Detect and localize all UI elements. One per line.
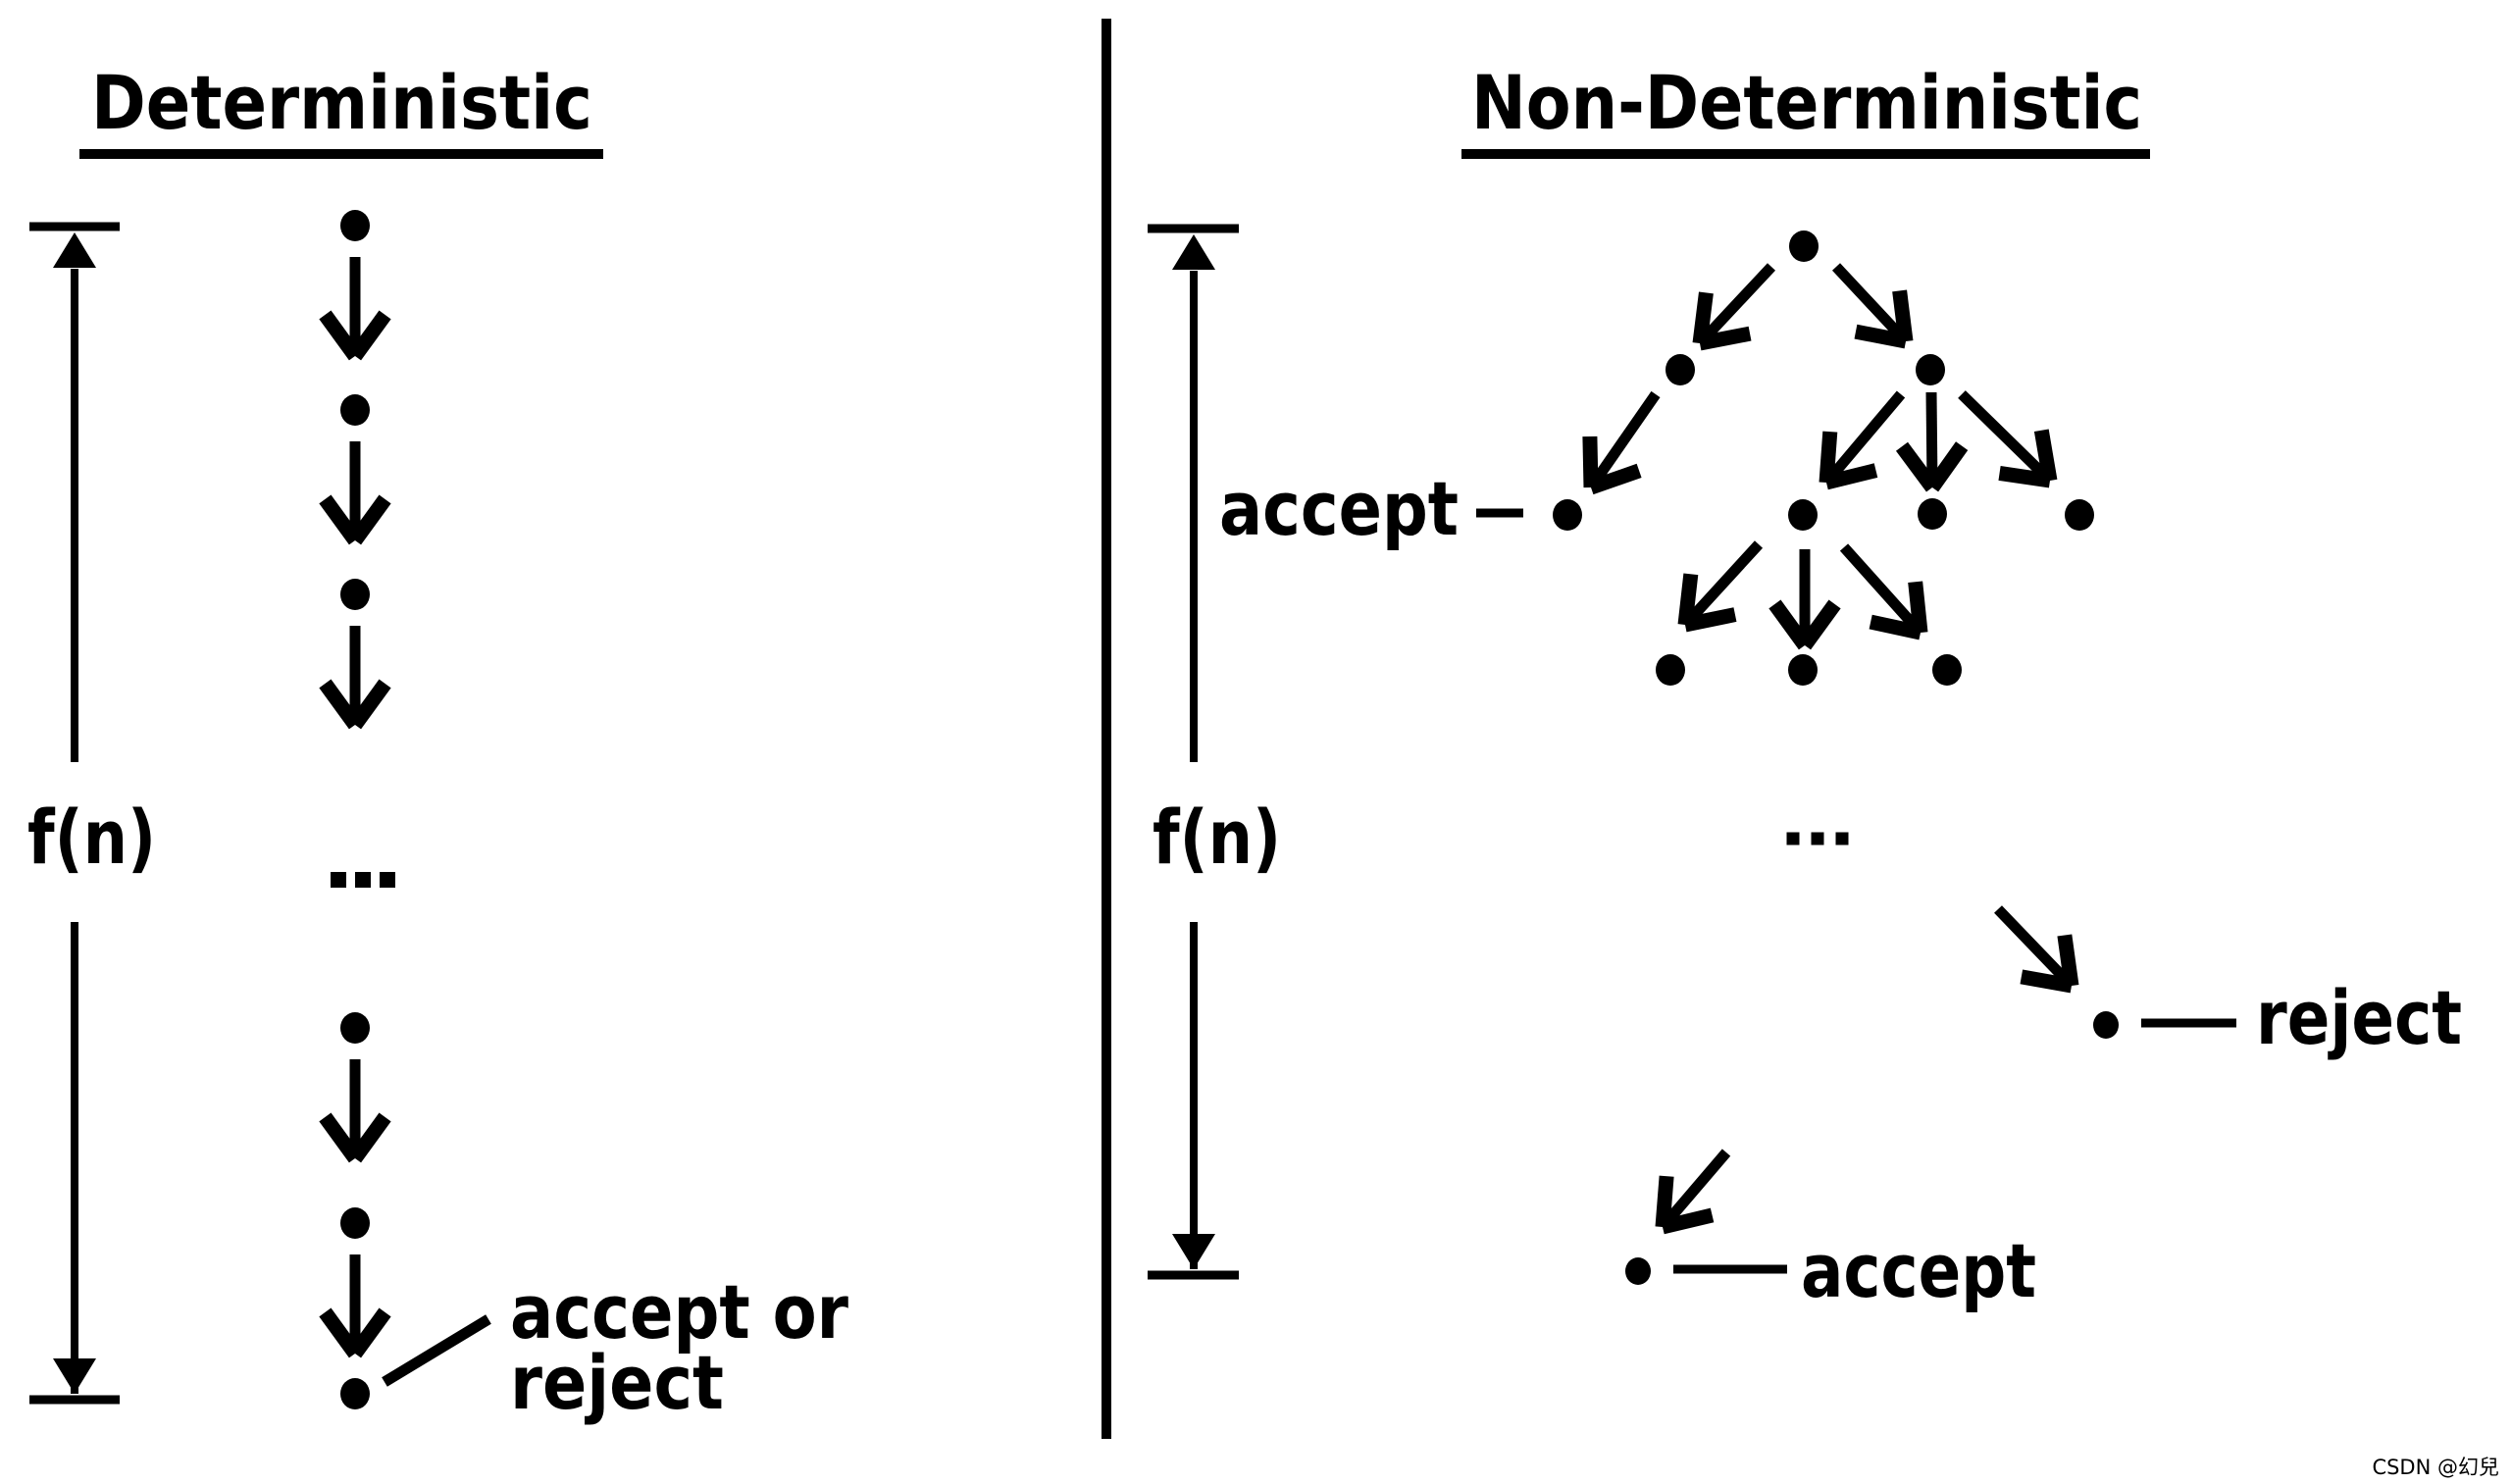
- arrowhead-arm: [348, 1112, 391, 1163]
- arrowhead-arm: [348, 494, 391, 545]
- arrowhead-arm: [319, 494, 362, 545]
- arrowhead-arm: [1798, 599, 1841, 650]
- down-arrowhead-icon: [53, 1358, 96, 1394]
- branch-arrow: [1895, 391, 1969, 492]
- right-panel-title: Non-Deterministic: [1471, 59, 2142, 146]
- arrowhead-arm: [1819, 431, 1838, 484]
- state-dot: [340, 210, 370, 241]
- arrowhead-arm: [2020, 969, 2074, 994]
- right-panel: Non-Deterministic f(n) accept reject acc…: [1148, 59, 2462, 1314]
- connector-line: [382, 1314, 491, 1387]
- outcome-dot: [1625, 1257, 1651, 1285]
- arrowhead-arm: [1677, 573, 1699, 626]
- arrowhead-arm: [348, 1307, 391, 1358]
- right-accept-branch-label: accept: [1219, 465, 1459, 552]
- branch-arrow: [1958, 390, 2058, 488]
- right-fn-label: f(n): [1153, 793, 1281, 881]
- arrowhead-arm: [319, 310, 362, 361]
- left-ellipsis: [331, 872, 395, 888]
- left-fn-label: f(n): [27, 793, 156, 881]
- step-arrow: [319, 257, 391, 361]
- right-bottom-accept-label: accept: [1801, 1227, 2036, 1314]
- arrowhead-arm: [348, 679, 391, 730]
- arrowhead-arm: [1854, 324, 1908, 349]
- ellipsis-dot: [1835, 832, 1849, 845]
- state-dot: [1788, 499, 1818, 531]
- watermark: CSDN @幻兒: [2372, 1456, 2499, 1479]
- branch-arrow: [1839, 543, 1928, 640]
- step-arrow: [319, 1059, 391, 1163]
- outcome-arrow: [1655, 1149, 1731, 1235]
- ellipsis-dot: [355, 872, 371, 888]
- arrowhead-arm: [1655, 1175, 1674, 1228]
- step-arrow: [319, 626, 391, 730]
- outcome-dot: [2093, 1011, 2119, 1039]
- arrowhead-arm: [1998, 466, 2052, 488]
- left-outcome-connector-line: [382, 1314, 491, 1387]
- arrowhead-arm: [1824, 463, 1878, 490]
- right-reject-branch-label: reject: [2256, 974, 2462, 1061]
- ellipsis-dot: [331, 872, 346, 888]
- ellipsis-dot: [1786, 832, 1800, 845]
- arrowhead-arm: [1895, 441, 1939, 492]
- branch-arrow: [1582, 390, 1661, 495]
- arrowhead-arm: [1925, 441, 1969, 492]
- state-dot: [1918, 498, 1947, 530]
- left-panel: Deterministic f(n) accept or reject: [27, 59, 848, 1426]
- arrowhead-arm: [1869, 614, 1922, 640]
- arrowhead-arm: [1692, 291, 1714, 344]
- state-dot: [1932, 654, 1962, 686]
- branch-arrow: [1768, 549, 1841, 650]
- branch-arrow: [1677, 540, 1764, 633]
- arrowhead-arm: [1582, 435, 1599, 488]
- state-dot: [2065, 499, 2094, 531]
- arrowhead-arm: [2057, 934, 2079, 988]
- up-arrowhead-icon: [1172, 234, 1215, 270]
- state-dot: [340, 579, 370, 610]
- state-dot: [1916, 354, 1945, 385]
- state-dot: [340, 1378, 370, 1409]
- arrowhead-arm: [1588, 463, 1642, 495]
- up-arrowhead-icon: [53, 232, 96, 268]
- arrowhead-arm: [348, 310, 391, 361]
- arrowhead-arm: [1892, 289, 1914, 342]
- down-arrowhead-icon: [1172, 1234, 1215, 1269]
- arrowhead-arm: [319, 1112, 362, 1163]
- left-panel-title: Deterministic: [91, 59, 592, 146]
- branch-arrow: [1831, 263, 1914, 349]
- arrowhead-arm: [2033, 429, 2058, 483]
- right-ellipsis: [1786, 832, 1849, 845]
- state-dot: [1789, 230, 1819, 262]
- ellipsis-dot: [380, 872, 395, 888]
- right-computation-tree: [1476, 230, 2236, 1285]
- state-dot: [340, 394, 370, 426]
- arrowhead-arm: [1768, 599, 1812, 650]
- arrowhead-arm: [319, 679, 362, 730]
- branch-arrow: [1819, 390, 1906, 490]
- left-outcome-label-line1: accept or: [510, 1268, 848, 1356]
- arrowhead-arm: [1908, 581, 1928, 634]
- step-arrow: [319, 1254, 391, 1358]
- step-arrow: [319, 441, 391, 545]
- left-outcome-label-line2: reject: [510, 1339, 724, 1426]
- branch-arrow: [1692, 263, 1776, 351]
- state-dot: [340, 1012, 370, 1044]
- ellipsis-dot: [1811, 832, 1824, 845]
- state-dot: [1665, 354, 1695, 385]
- outcome-arrow: [1994, 905, 2079, 994]
- state-dot: [1553, 499, 1582, 531]
- right-time-measure-arrow: [1148, 224, 1239, 1280]
- state-dot: [1788, 654, 1818, 686]
- arrowhead-arm: [319, 1307, 362, 1358]
- left-time-measure-arrow: [29, 222, 120, 1405]
- arrowhead-arm: [1683, 607, 1737, 633]
- left-computation-chain: [319, 210, 391, 1409]
- arrowhead-arm: [1661, 1207, 1715, 1235]
- arrowhead-arm: [1698, 326, 1752, 351]
- state-dot: [340, 1207, 370, 1239]
- state-dot: [1656, 654, 1685, 686]
